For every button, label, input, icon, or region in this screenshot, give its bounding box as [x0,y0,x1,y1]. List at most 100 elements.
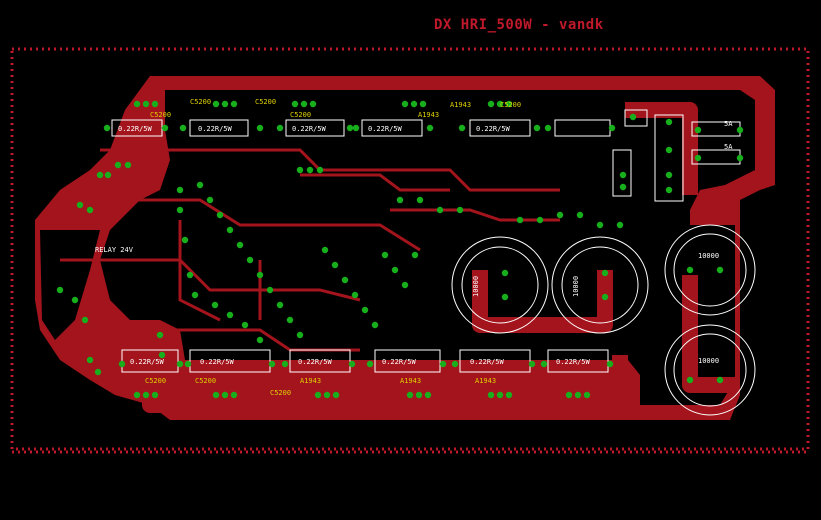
pad [686,266,694,274]
pad [396,196,404,204]
pad [268,360,276,368]
pad [196,181,204,189]
tr-bot-label: C5200 [270,389,291,397]
tr-top-label: A1943 [450,101,471,109]
pad [665,118,673,126]
pad [226,226,234,234]
tr-top-label: A1943 [418,111,439,119]
pad [56,286,64,294]
pad [496,391,504,399]
pad [226,311,234,319]
pad [665,171,673,179]
pad [314,391,322,399]
res-bot-label: 0.22R/5W [298,358,333,366]
pad [694,126,702,134]
pad [716,266,724,274]
pad [665,146,673,154]
bulk-capacitors [451,224,756,416]
pad [436,206,444,214]
pad [458,124,466,132]
pad [451,360,459,368]
res-top-label: 0.22R/5W [198,125,233,133]
res-top-label: 0.22R/5W [118,125,153,133]
pad [352,124,360,132]
pad [256,336,264,344]
pad [306,166,314,174]
pad [416,196,424,204]
pad [246,256,254,264]
pad [456,206,464,214]
tr-bot-label: A1943 [300,377,321,385]
pad [533,124,541,132]
pad [71,296,79,304]
pad [426,124,434,132]
pad [96,171,104,179]
pad [348,360,356,368]
pad [212,391,220,399]
pad [606,360,614,368]
res-top-label: 0.22R/5W [292,125,327,133]
pad [574,391,582,399]
pad [266,286,274,294]
pad [616,221,624,229]
pad [341,276,349,284]
pad [176,186,184,194]
pad [487,391,495,399]
tr-top-label: C5200 [290,111,311,119]
res-bot-label: 0.22R/5W [200,358,235,366]
pad [151,391,159,399]
pad [142,391,150,399]
pad [291,100,299,108]
res-bot-label: 0.22R/5W [382,358,417,366]
pad [332,391,340,399]
pad [694,154,702,162]
tr-top-label: C5200 [190,98,211,106]
tr-bot-label: C5200 [195,377,216,385]
pad [601,293,609,301]
pad [286,316,294,324]
pad [94,368,102,376]
pad [366,360,374,368]
tr-top-label: C5200 [500,101,521,109]
tr-top-label: C5200 [150,111,171,119]
pad [103,124,111,132]
pad [300,100,308,108]
pad [419,100,427,108]
res-bot-label: 0.22R/5W [470,358,505,366]
tr-bot-label: A1943 [475,377,496,385]
pad [346,124,354,132]
pad [401,100,409,108]
res-bot-label: 0.22R/5W [130,358,165,366]
pad [619,171,627,179]
pad [496,100,504,108]
pad [487,100,495,108]
pad [351,291,359,299]
cap-label-1: 10000 [472,276,480,297]
pad [528,360,536,368]
pad [596,221,604,229]
res-top-label: 0.22R/5W [476,125,511,133]
pad [323,391,331,399]
tr-bot-label: C5200 [145,377,166,385]
pad [221,100,229,108]
tr-bot-label: A1943 [400,377,421,385]
tr-top-label: C5200 [255,98,276,106]
pad [176,206,184,214]
pad [565,391,573,399]
pad [114,161,122,169]
pad [216,211,224,219]
pad [86,206,94,214]
pad [716,376,724,384]
pad [309,100,317,108]
pad [158,351,166,359]
board-title: DX HRI_500W - vandk [434,17,604,33]
pad [619,183,627,191]
pad [179,124,187,132]
pad [230,100,238,108]
pad [736,154,744,162]
component-pads [56,100,744,399]
pad [391,266,399,274]
pad [601,269,609,277]
